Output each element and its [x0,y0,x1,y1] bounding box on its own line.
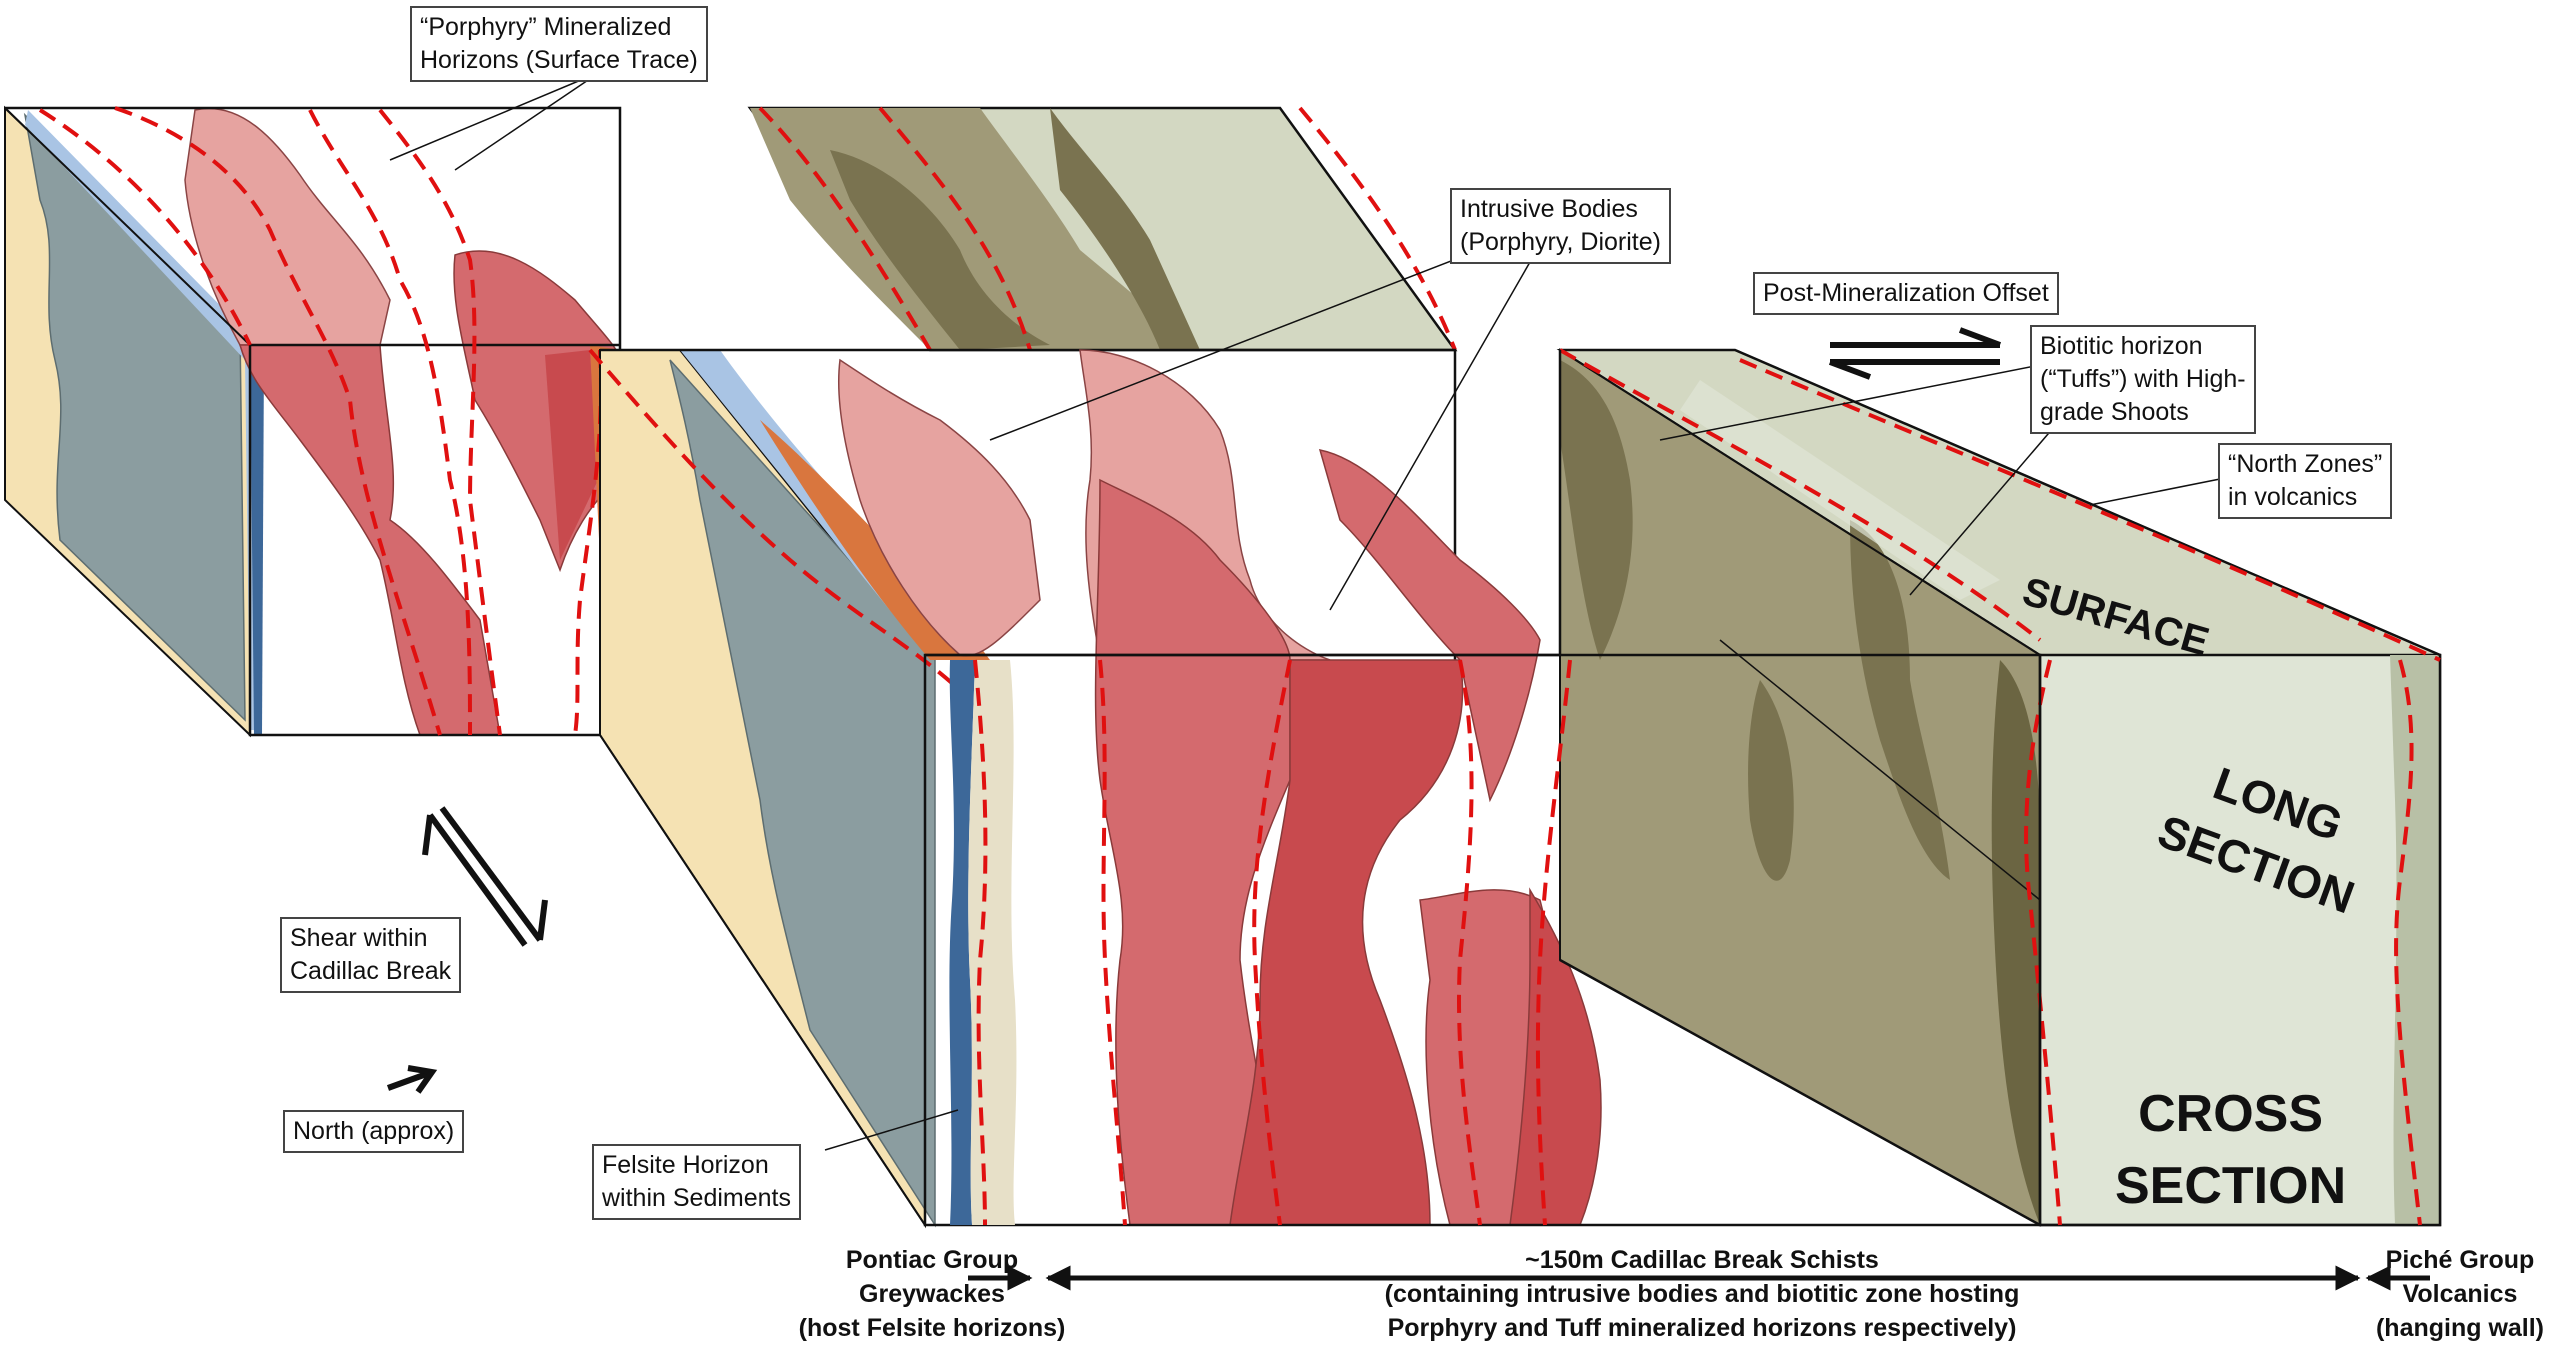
back-red-trace-4 [378,108,502,736]
shear-arrow-left-head [422,814,433,856]
leader-biotitic-1 [1659,364,2041,441]
biotitic-horizon-label: Biotitic horizon (“Tuffs”) with High- gr… [2030,325,2256,434]
intrusive-body-small-dark [1509,887,1602,1226]
intrusive-bodies-label: Intrusive Bodies (Porphyry, Diorite) [1450,188,1671,264]
schist-dark-lens-3 [1850,520,1950,880]
far-red-trace-2 [878,106,1032,351]
front-red-trace-5 [973,659,988,1226]
leader-felsite [824,1109,959,1151]
offset-arrow [1828,327,2002,380]
intrusive-top-light-1 [837,358,1041,657]
front-block-frame [923,350,2042,1227]
shear-arrow-right [439,806,543,942]
shear-label: Shear within Cadillac Break [280,917,462,993]
front-red-trace-4 [2394,659,2422,1226]
far-right-block [747,106,1458,352]
front-felsite-strip [949,660,975,1225]
north-zones-label: “North Zones” in volcanics [2218,443,2393,519]
middle-block [588,348,1457,1229]
front-red-trace-3 [2024,659,2062,1226]
front-red-trace-8 [1457,659,1482,1226]
front-right-block [1556,348,2442,1227]
middle-edge [599,734,926,1226]
schist-pale-band [1680,380,2000,600]
leader-intrusive-1 [989,241,1501,441]
schist-dark-lens-2 [1748,680,1794,881]
intrusive-body-dark [1229,659,1464,1226]
north-arrow-head [407,1065,438,1094]
schist-dark-lens-1 [1560,360,1633,660]
back-block-top-edge [4,107,251,346]
offset-arrow-upper-head [1958,327,2002,348]
back-porphyry-front [239,344,501,736]
back-left-block [4,105,622,738]
back-red-trace-3 [308,109,472,736]
leader-biotitic-2 [1909,419,2061,596]
back-red-trace-2 [114,106,442,736]
front-block-long-edge [1559,349,2041,656]
porphyry-horizons-label: “Porphyry” Mineralized Horizons (Surface… [410,6,708,82]
front-red-trace-9 [1535,659,1572,1226]
middle-red-trace [588,348,972,702]
leader-porphyry-1 [389,71,601,161]
cadillac-break-label: ~150m Cadillac Break Schists (containing… [1384,1246,2020,1342]
back-felsite-band [25,110,262,730]
shear-arrow-left [427,813,528,947]
front-red-trace-1 [1559,348,2042,642]
piche-group-label: Piché Group Volcanics (hanging wall) [2375,1246,2545,1342]
front-sed-strip [968,660,1017,1225]
front-red-trace-7 [1252,659,1292,1226]
back-porphyry-top [184,107,391,346]
far-red-trace-1 [758,106,932,352]
middle-felsite-band [680,350,930,660]
shear-arrow [422,806,548,947]
back-red-trace-1 [38,108,252,346]
far-red-trace-3 [1298,106,1457,351]
felsite-horizon-label: Felsite Horizon within Sediments [592,1144,801,1220]
front-block-mid-edge [1719,639,2041,901]
north-label: North (approx) [283,1110,465,1153]
shear-arrow-right-head [537,899,548,941]
cross-section-stamp: CROSS SECTION [2115,1085,2347,1215]
back-greywacke-unit [23,112,246,722]
far-schist-band-3 [1050,108,1200,350]
front-cross-frame [923,653,2042,1227]
leader-north-zones [2089,477,2226,506]
front-block-outline [1559,348,2442,1227]
front-red-trace-2 [1739,358,2441,662]
far-schist-band-2 [830,150,1050,350]
post-offset-label: Post-Mineralization Offset [1753,272,2059,315]
pontiac-group-label: Pontiac Group Greywackes (host Felsite h… [798,1246,1066,1342]
leader-intrusive-2 [1329,261,1531,611]
north-arrow-shaft [386,1069,434,1091]
leader-lines [389,71,2226,1151]
intrusive-bodies [837,349,1602,1226]
front-red-trace-6 [1098,659,1127,1226]
leader-porphyry-2 [454,71,601,171]
back-porphyry-dark [545,350,598,560]
north-arrow [386,1065,438,1094]
offset-arrow-lower-head [1828,359,1872,380]
back-felsite-dark [250,350,264,735]
middle-greywacke-unit [669,359,936,1228]
